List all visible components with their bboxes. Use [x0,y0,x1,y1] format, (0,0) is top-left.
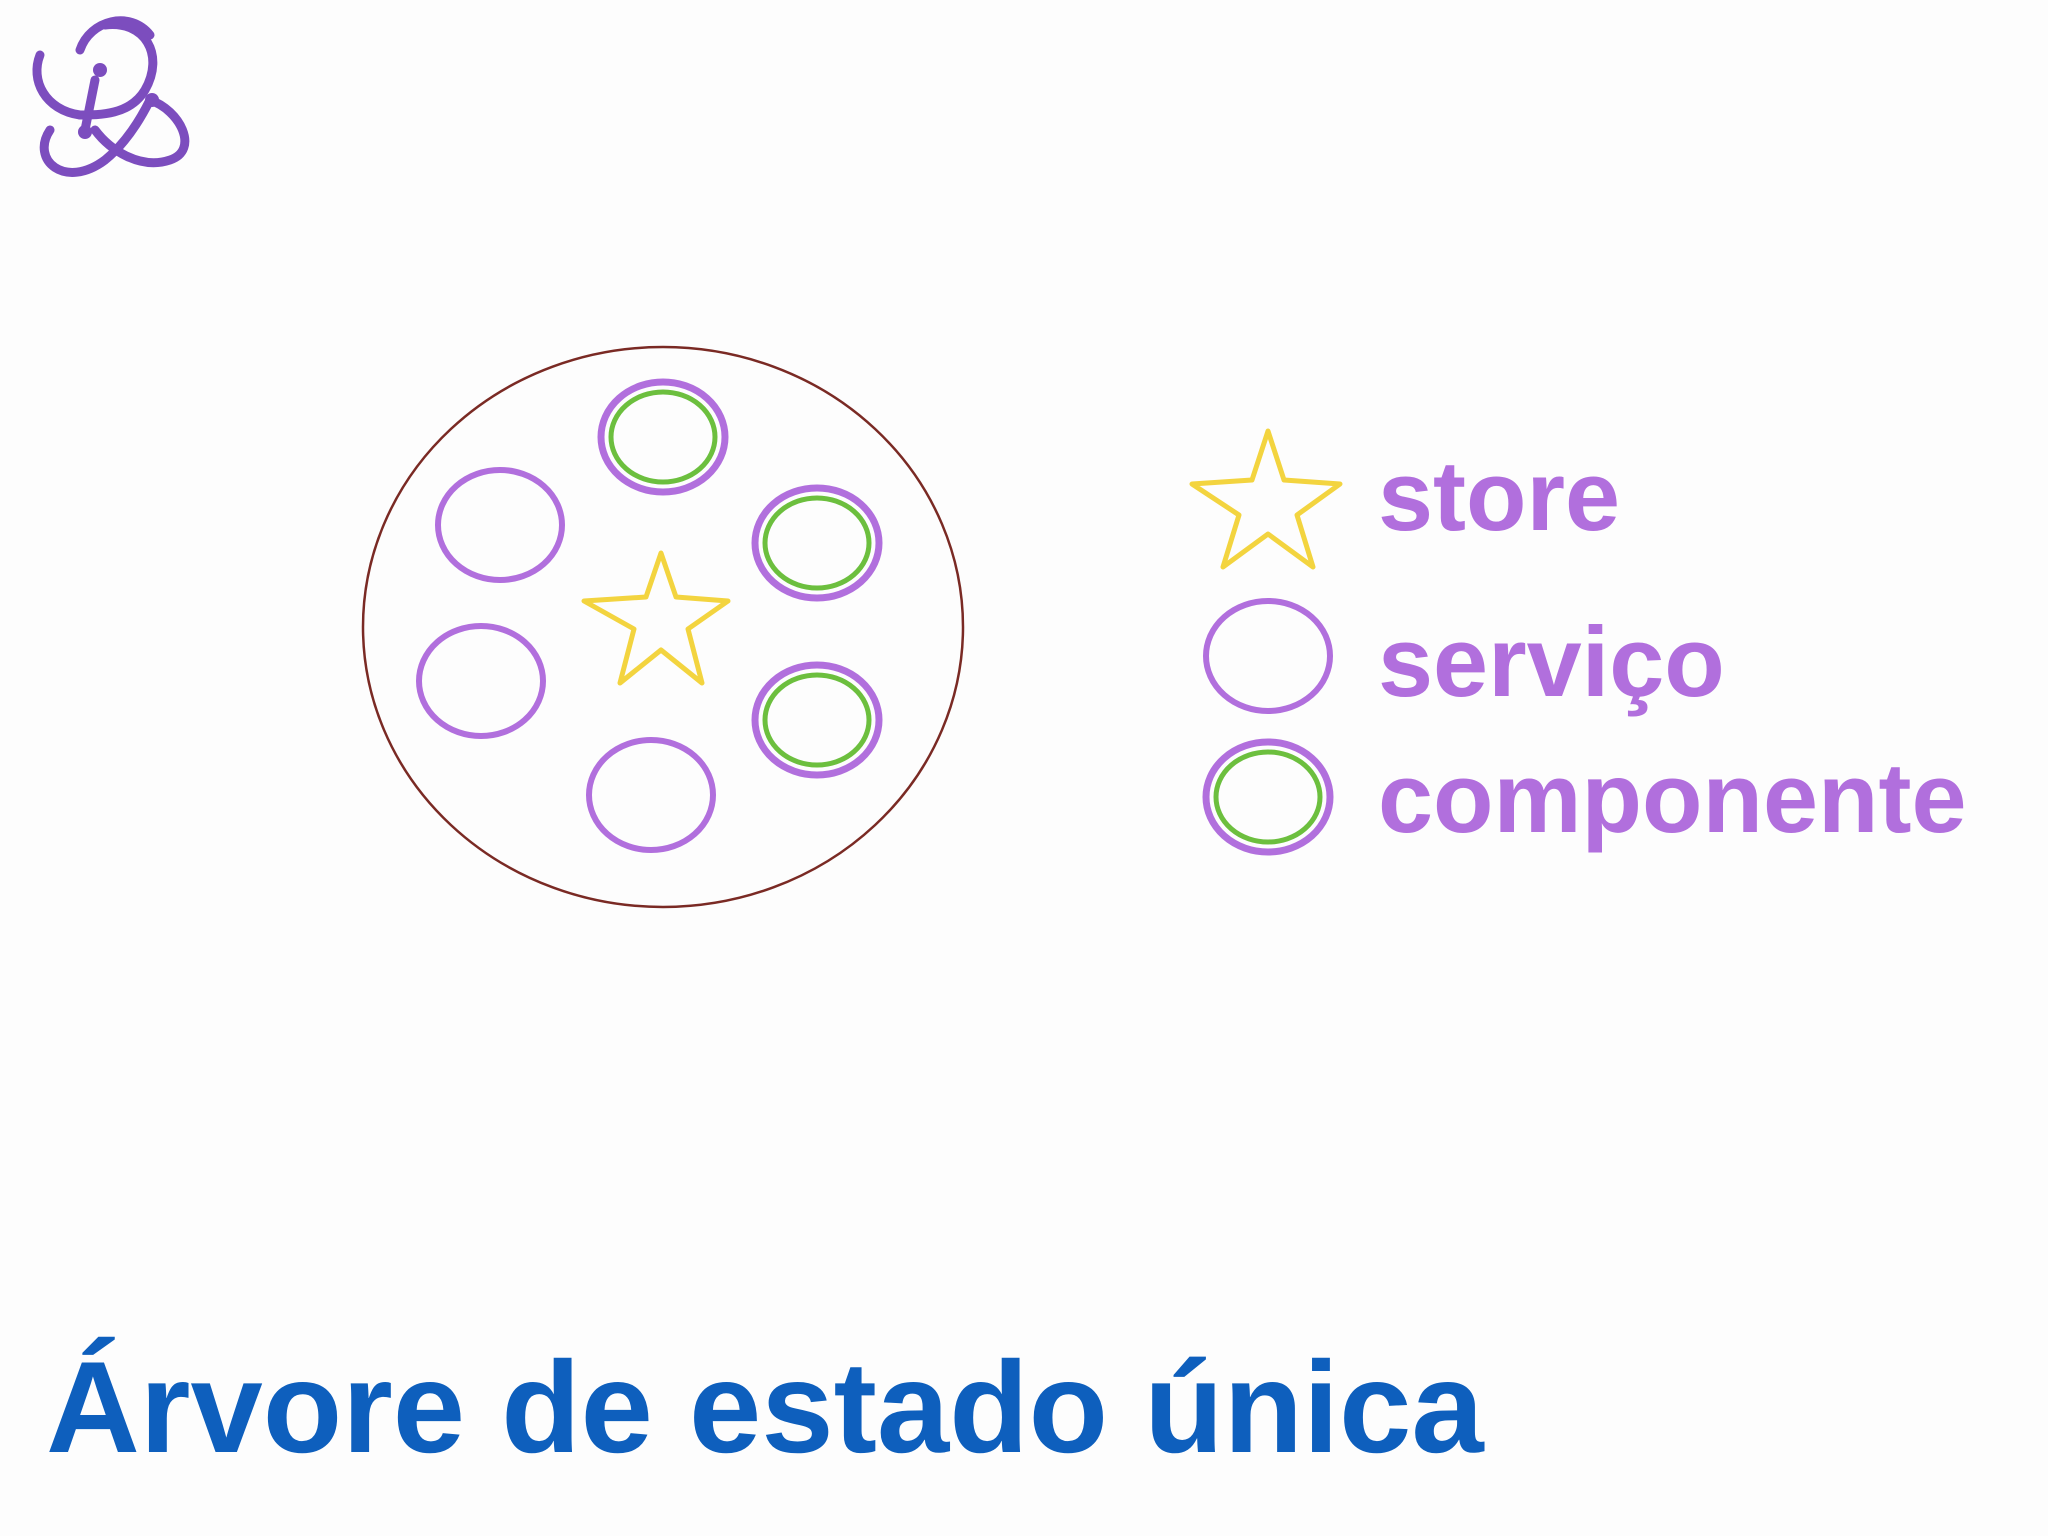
node-componente [597,378,729,496]
legend-componente-icon [1202,738,1334,856]
node-servico [416,623,546,739]
node-componente [751,661,883,779]
node-servico [586,737,716,853]
node-store-star-icon [581,550,731,686]
redux-logo-icon [32,16,190,177]
legend-servico-icon [1203,598,1333,714]
state-tree-container [361,345,965,909]
node-componente [751,484,883,602]
legend-servico-label: serviço [1378,606,1725,717]
node-servico [435,467,565,583]
slide-title: Árvore de estado única [46,1334,1484,1480]
legend-store-label: store [1378,440,1620,551]
legend-store-star-icon [1189,428,1343,570]
legend-componente-label: componente [1378,742,1967,853]
